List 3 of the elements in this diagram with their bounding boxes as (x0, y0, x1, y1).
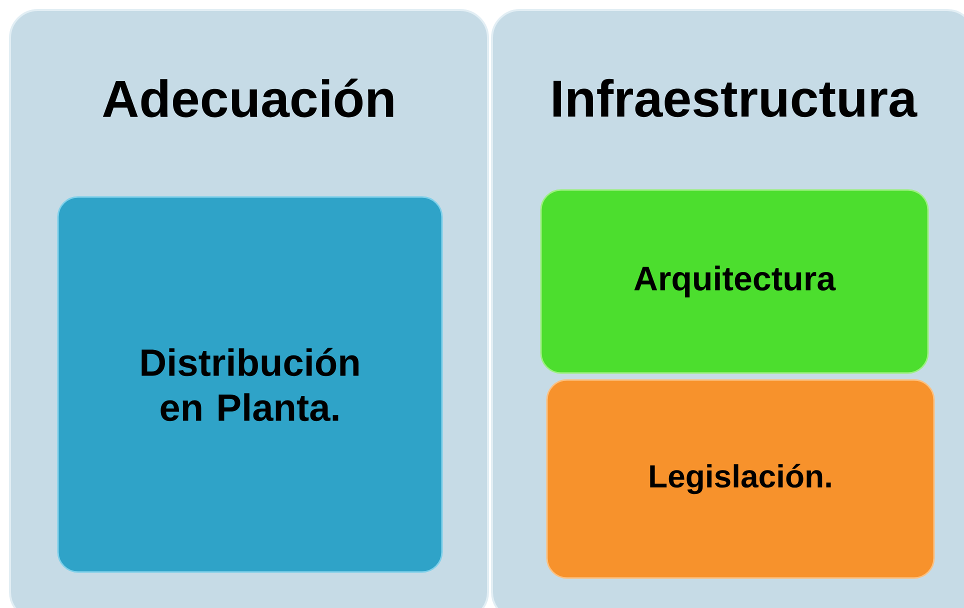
rounded-box: Arquitectura (540, 189, 929, 374)
rounded-box: Distribución en Planta. (57, 196, 443, 573)
rounded-box: Legislación. (546, 379, 935, 579)
